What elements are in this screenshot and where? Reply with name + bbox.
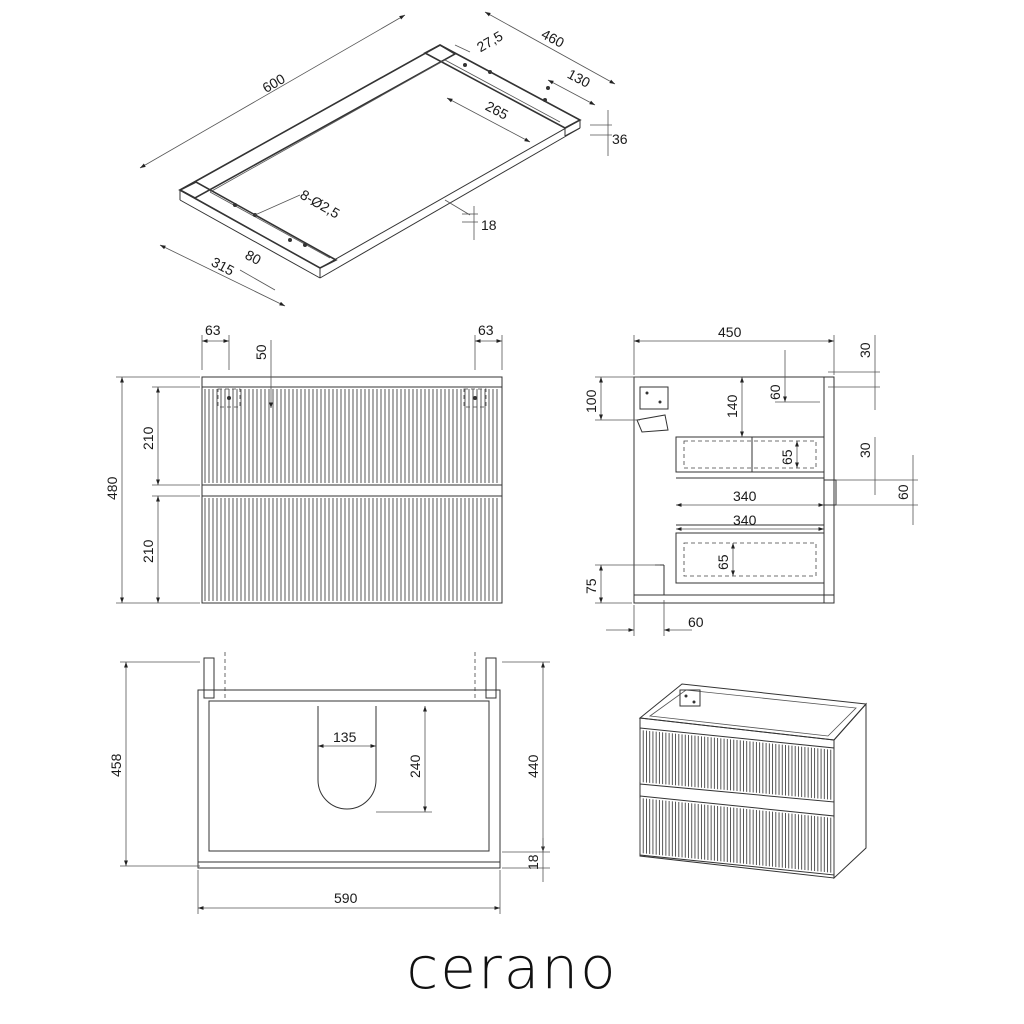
wall-hook (636, 414, 669, 433)
dim-top-gap: 30 (857, 342, 873, 358)
hole-mark (543, 98, 547, 102)
dim-left-rail: 80 (243, 247, 264, 269)
dim-holes: 8-Ø2,5 (298, 186, 343, 221)
dim-rail-gap: 60 (767, 384, 783, 400)
dim-cutout-depth: 240 (407, 754, 423, 778)
dim-inner-height-lower: 65 (715, 554, 731, 570)
dim-bracket-height: 100 (583, 389, 599, 413)
hole-mark (288, 238, 292, 242)
isometric-cabinet (638, 683, 868, 880)
hole-mark (546, 86, 550, 90)
dim-plinth-depth: 60 (688, 614, 704, 630)
dim-left-offset: 315 (209, 254, 237, 279)
dim-cutout-width: 135 (333, 729, 357, 745)
dim-drawer-offset: 140 (724, 394, 740, 418)
dim-side-gap: 60 (895, 484, 911, 500)
hole-mark (488, 70, 492, 74)
dim-bottom-thickness: 18 (525, 854, 541, 870)
dim-plinth-height: 75 (583, 578, 599, 594)
siphon-cutout (317, 706, 377, 810)
wall-bracket (639, 386, 669, 410)
dim-drawer-depth-lower: 340 (733, 512, 757, 528)
iso-wall-bracket (679, 689, 701, 707)
drawer-front-bottom-fluting (204, 498, 498, 601)
hole-mark (233, 203, 237, 207)
dim-plan-width: 590 (334, 890, 358, 906)
dim-board-thickness: 18 (481, 217, 497, 233)
dim-rail-height: 36 (612, 131, 628, 147)
dim-width-600: 600 (260, 70, 288, 96)
dim-depth-460: 460 (539, 26, 567, 51)
hole-mark (303, 243, 307, 247)
dim-side-depth: 450 (718, 324, 742, 340)
front-view: 63 63 50 480 210 210 (104, 322, 503, 604)
dim-bracket-drop: 50 (253, 344, 269, 360)
dim-drawer-bottom: 210 (140, 539, 156, 563)
hanging-bracket-left (217, 388, 241, 408)
brand-logo: cerano (406, 934, 617, 1002)
side-section-view: 450 30 100 140 60 65 30 60 340 340 (583, 324, 918, 636)
dim-inner-height-upper: 65 (779, 449, 795, 465)
dim-rail-offset: 27,5 (474, 27, 506, 55)
hole-mark (463, 63, 467, 67)
dim-shelf-gap: 30 (857, 442, 873, 458)
dim-left-inset: 63 (205, 322, 221, 338)
dim-plan-total-depth: 458 (108, 753, 124, 777)
dim-drawer-top: 210 (140, 426, 156, 450)
hanging-bracket-right (463, 388, 487, 408)
plan-view: 458 135 240 440 18 590 (108, 652, 550, 914)
drawer-front-top-fluting (204, 389, 498, 483)
dim-total-height: 480 (104, 476, 120, 500)
dim-inner-depth: 440 (525, 754, 541, 778)
dim-drawer-depth-upper: 340 (733, 488, 757, 504)
dim-right-inset: 63 (478, 322, 494, 338)
iso-drawer-fluting (639, 730, 835, 873)
isometric-top-frame: 600 460 27,5 130 265 36 18 8-Ø2,5 315 80 (139, 11, 628, 307)
